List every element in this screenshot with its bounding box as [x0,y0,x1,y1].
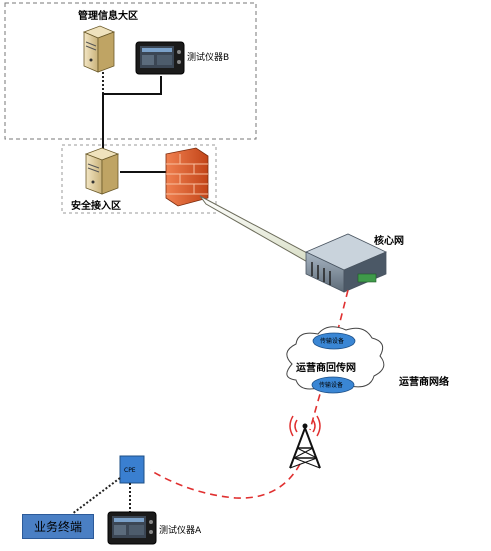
secure-zone-server-icon [84,147,120,195]
management-zone-label: 管理信息大区 [78,9,138,22]
core-network-label: 核心网 [374,234,404,247]
management-server-icon [82,25,116,73]
cell-tower-icon [289,415,321,469]
cpe-label: CPE [124,467,136,474]
secure-access-zone-box [61,144,217,214]
core-network-icon [305,233,387,293]
transport-device-top-label: 传输设备 [320,337,344,345]
instrument-b-label: 测试仪器B [187,51,229,63]
backhaul-cloud-label: 运营商回传网 [296,361,356,374]
link-tower-cpe [149,463,301,499]
instrument-a-icon [107,511,157,545]
link-instrumentb-server [102,76,162,152]
link-cpe-terminal [71,477,121,515]
business-terminal-box: 业务终端 [22,514,94,539]
management-zone-box [4,2,257,140]
backhaul-cloud-icon [286,326,385,392]
transport-device-top [312,332,356,350]
secure-access-zone-label: 安全接入区 [71,199,121,212]
instrument-b-icon [135,41,185,75]
business-terminal-label: 业务终端 [33,520,82,534]
operator-network-label: 运营商网络 [399,375,449,388]
transport-device-bottom-label: 传输设备 [319,381,343,389]
instrument-a-label: 测试仪器A [159,524,202,536]
firewall-icon [165,147,209,207]
cpe-icon [119,455,145,484]
transport-device-bottom [311,376,355,394]
link-firewall-core-tube [199,195,325,269]
